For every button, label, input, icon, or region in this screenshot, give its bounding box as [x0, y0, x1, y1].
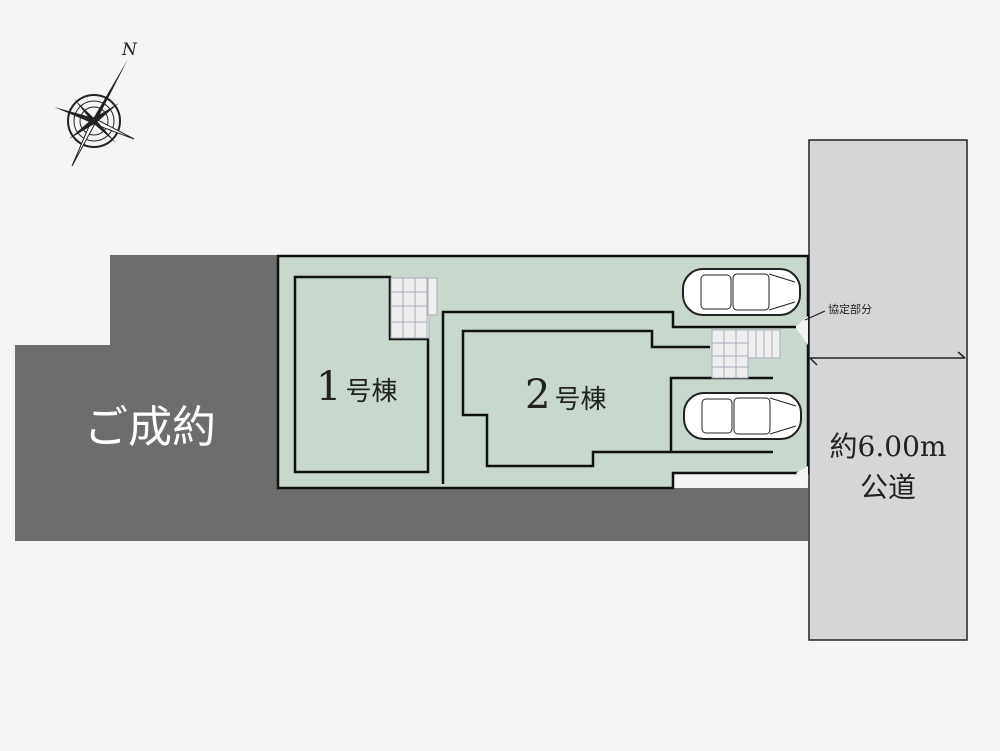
road-type-label: 公道 [860, 471, 916, 504]
building-2-outline [461, 329, 710, 468]
north-label: N [121, 40, 138, 60]
building-1-stairs [390, 277, 438, 339]
road-width-dimension [809, 351, 966, 366]
agreement-corner [794, 316, 808, 328]
public-road [808, 139, 968, 641]
agreement-corner [796, 466, 808, 473]
sold-area [15, 255, 808, 541]
building-2-stairs [711, 329, 781, 379]
building-1-outline [293, 275, 430, 474]
road-width-label: 約6.00m [830, 430, 947, 463]
agreement-corner [796, 473, 808, 487]
building-2-suffix: 号棟 [554, 385, 606, 415]
sold-label: ご成約 [84, 402, 216, 453]
building-1-number: 1 [316, 364, 341, 410]
car-icon [682, 268, 801, 316]
agreement-corner [796, 328, 808, 345]
boundary-line [441, 310, 796, 484]
car-icon [683, 392, 802, 440]
building-2-number: 2 [525, 372, 550, 418]
building-1-suffix: 号棟 [345, 377, 397, 407]
north-compass-icon [54, 59, 135, 167]
agreement-label: 協定部分 [828, 302, 872, 316]
agreement-leader [804, 310, 826, 321]
